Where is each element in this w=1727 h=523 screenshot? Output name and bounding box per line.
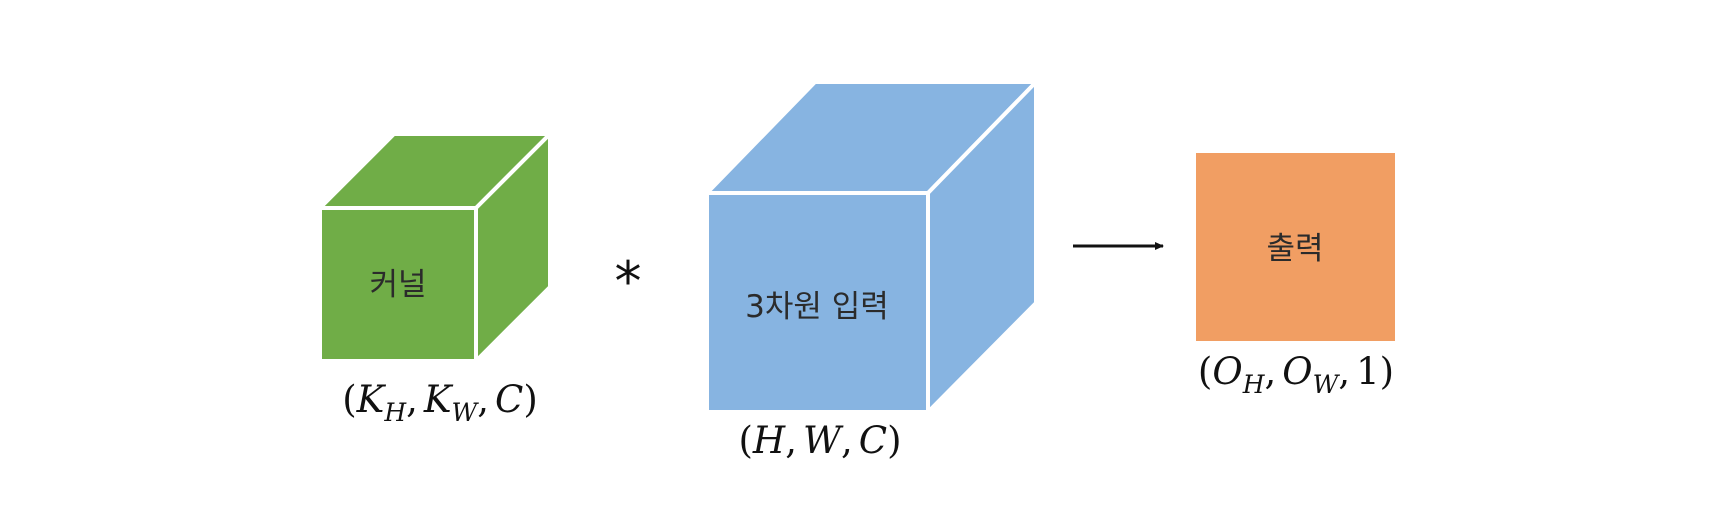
kernel-front-face [318, 206, 478, 363]
kernel-cube: 커널 [315, 129, 555, 366]
input-label: 3차원 입력 [745, 289, 889, 325]
input-cube: 3차원 입력 [702, 77, 1041, 417]
convolution-operator: * [615, 250, 642, 313]
kernel-dims: (KH,KW,C) [342, 378, 538, 427]
kernel-label: 커널 [369, 267, 426, 303]
input-dims: (H,W,C) [738, 419, 901, 462]
output-square: 출력 [1196, 153, 1395, 341]
input-front-face [705, 191, 930, 414]
output-label: 출력 [1266, 231, 1323, 267]
output-face [1196, 153, 1395, 341]
output-dims: (OH,OW,1) [1198, 350, 1394, 399]
